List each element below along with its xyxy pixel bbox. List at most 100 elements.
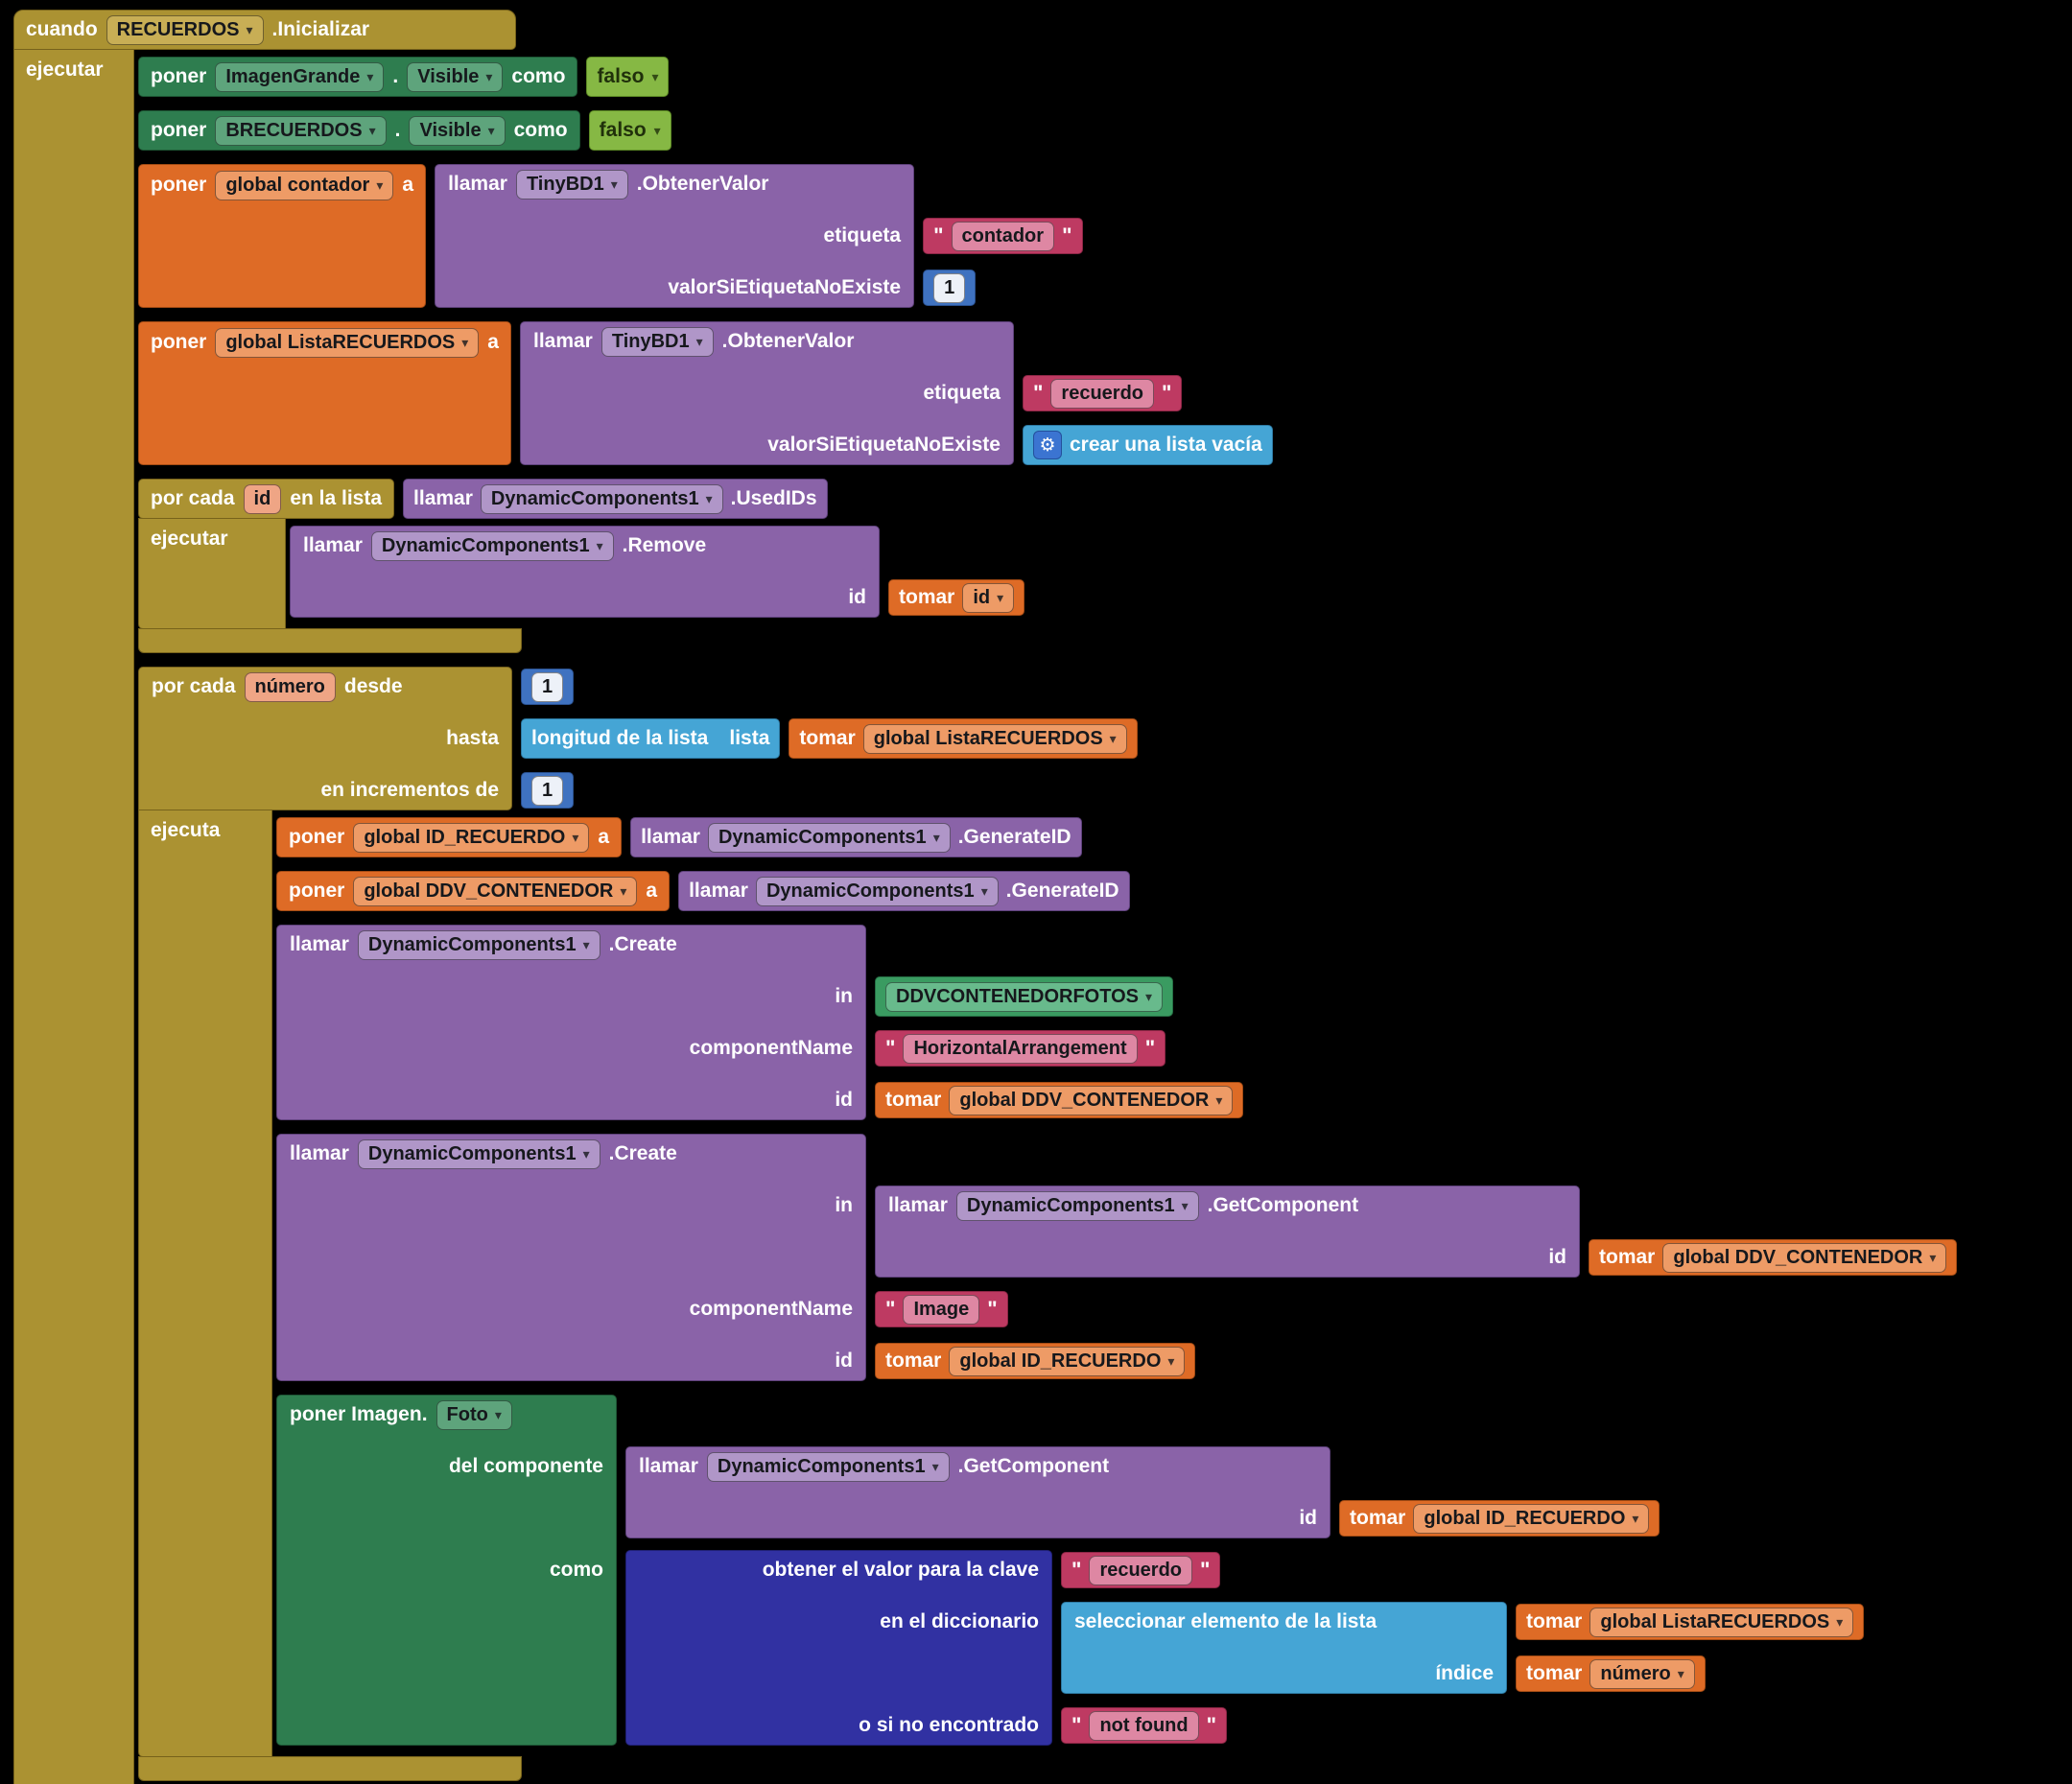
variable-dropdown[interactable]: global ListaRECUERDOS ▾ [1589, 1607, 1854, 1637]
loop-variable-field[interactable]: número [244, 671, 336, 702]
number-block-incremento[interactable]: 1 [521, 772, 575, 809]
set-brecuerdos-visible[interactable]: poner BRECUERDOS ▾ . Visible ▾ como [138, 110, 671, 151]
dot-separator: . [392, 65, 399, 87]
set-variable-body[interactable]: poner global ID_RECUERDO ▾ a [276, 817, 623, 857]
create-empty-list-block[interactable]: ⚙ crear una lista vacía [1022, 425, 1273, 465]
set-variable-body[interactable]: poner global contador ▾ a [138, 164, 427, 308]
event-component-dropdown[interactable]: RECUERDOS ▾ [106, 14, 264, 45]
call-tinybd-obtenervalor[interactable]: llamar TinyBD1 ▾ .ObtenerValor etiqueta [435, 164, 1083, 308]
call-generateid-block[interactable]: llamar DynamicComponents1 ▾ .GenerateID [630, 817, 1082, 857]
variable-dropdown[interactable]: id ▾ [962, 582, 1015, 613]
variable-dropdown[interactable]: global ID_RECUERDO ▾ [1413, 1503, 1650, 1534]
dropdown-arrow-icon: ▾ [1836, 1613, 1844, 1630]
number-block-1[interactable]: 1 [923, 270, 977, 306]
number-value[interactable]: 1 [531, 671, 564, 702]
text-block-recuerdo[interactable]: " recuerdo " [1022, 375, 1183, 411]
component-dropdown[interactable]: BRECUERDOS ▾ [215, 115, 387, 146]
variable-dropdown[interactable]: global ListaRECUERDOS ▾ [862, 723, 1127, 754]
text-value[interactable]: recuerdo [1089, 1555, 1193, 1585]
set-imagen-foto[interactable]: poner Imagen. Foto ▾ del componente [276, 1395, 1865, 1746]
component-dropdown[interactable]: DynamicComponents1 ▾ [370, 530, 614, 561]
call-getcomponent-block[interactable]: llamar DynamicComponents1 ▾ .GetComponen… [625, 1446, 1660, 1538]
property-dropdown[interactable]: Visible ▾ [409, 115, 506, 146]
foreach-header[interactable]: por cada id en la lista llamar DynamicCo… [138, 479, 828, 519]
component-dropdown[interactable]: TinyBD1 ▾ [600, 326, 714, 357]
call-generateid-block[interactable]: llamar DynamicComponents1 ▾ .GenerateID [678, 871, 1130, 911]
text-block-image[interactable]: " Image " [875, 1291, 1008, 1327]
call-usedids-block[interactable]: llamar DynamicComponents1 ▾ .UsedIDs [403, 479, 828, 519]
set-variable-body[interactable]: poner global DDV_CONTENEDOR ▾ a [276, 871, 671, 911]
get-variable-numero[interactable]: tomar número ▾ [1516, 1655, 1706, 1692]
text-block-notfound[interactable]: " not found " [1061, 1707, 1228, 1744]
set-global-ddv-contenedor[interactable]: poner global DDV_CONTENEDOR ▾ a [276, 871, 1130, 911]
length-of-list-block[interactable]: longitud de la lista lista [521, 718, 781, 759]
call-create-arrangement[interactable]: llamar DynamicComponents1 ▾ .Create [276, 925, 1244, 1120]
foreach-header-body[interactable]: por cada id en la lista [138, 479, 395, 519]
variable-dropdown[interactable]: global contador ▾ [215, 170, 394, 200]
text-value[interactable]: HorizontalArrangement [903, 1033, 1138, 1064]
for-range-block[interactable]: por cada número desde 1 hasta [138, 667, 1958, 1781]
get-variable-ddv-contenedor[interactable]: tomar global DDV_CONTENEDOR ▾ [1589, 1239, 1958, 1276]
component-block-ddvcontenedorfotos[interactable]: DDVCONTENEDORFOTOS ▾ [875, 976, 1174, 1017]
open-quote: " [933, 223, 944, 247]
property-dropdown[interactable]: Visible ▾ [407, 61, 504, 92]
text-block-recuerdo[interactable]: " recuerdo " [1061, 1552, 1221, 1588]
component-dropdown[interactable]: DynamicComponents1 ▾ [755, 876, 999, 906]
get-variable-ddv-contenedor[interactable]: tomar global DDV_CONTENEDOR ▾ [875, 1082, 1244, 1118]
text-value[interactable]: recuerdo [1050, 378, 1155, 409]
component-dropdown[interactable]: TinyBD1 ▾ [515, 169, 628, 200]
text-block-horizontalarrangement[interactable]: " HorizontalArrangement " [875, 1030, 1166, 1067]
text-value[interactable]: not found [1089, 1710, 1199, 1741]
get-variable-id[interactable]: tomar id ▾ [888, 579, 1025, 616]
number-value[interactable]: 1 [531, 775, 564, 806]
call-getcomponent-block[interactable]: llamar DynamicComponents1 ▾ .GetComponen… [875, 1185, 1958, 1278]
variable-dropdown[interactable]: global DDV_CONTENEDOR ▾ [1662, 1242, 1947, 1273]
component-dropdown[interactable]: ImagenGrande ▾ [215, 61, 385, 92]
get-variable-listarecuerdos[interactable]: tomar global ListaRECUERDOS ▾ [789, 718, 1138, 759]
text-value[interactable]: contador [951, 221, 1055, 251]
text-block-contador[interactable]: " contador " [923, 218, 1083, 254]
variable-dropdown[interactable]: número ▾ [1589, 1658, 1695, 1689]
loop-variable-field[interactable]: id [243, 483, 282, 514]
logic-false-block[interactable]: falso ▾ [586, 57, 670, 97]
set-global-contador[interactable]: poner global contador ▾ a llamar [138, 164, 1083, 308]
dictionary-lookup-block[interactable]: obtener el valor para la clave " recuerd… [625, 1550, 1865, 1746]
set-global-id-recuerdo[interactable]: poner global ID_RECUERDO ▾ a ll [276, 817, 1082, 857]
setter-body[interactable]: poner BRECUERDOS ▾ . Visible ▾ como [138, 110, 580, 151]
mutator-gear-icon[interactable]: ⚙ [1032, 431, 1062, 459]
component-dropdown[interactable]: DDVCONTENEDORFOTOS ▾ [885, 981, 1164, 1012]
set-imagengrande-visible[interactable]: poner ImagenGrande ▾ . Visible ▾ como [138, 57, 670, 97]
variable-dropdown[interactable]: global ID_RECUERDO ▾ [949, 1346, 1186, 1376]
select-list-item-block[interactable]: seleccionar elemento de la lista tomar [1061, 1602, 1865, 1694]
component-dropdown[interactable]: DynamicComponents1 ▾ [357, 1138, 600, 1169]
set-global-listarecuerdos[interactable]: poner global ListaRECUERDOS ▾ a [138, 321, 1273, 465]
set-variable-body[interactable]: poner global ListaRECUERDOS ▾ a [138, 321, 511, 465]
call-tinybd-obtenervalor[interactable]: llamar TinyBD1 ▾ .ObtenerValor etiqueta [519, 321, 1273, 465]
text-value[interactable]: Image [903, 1294, 980, 1325]
for-range-header[interactable]: por cada número desde 1 hasta [138, 667, 1957, 810]
logic-false-block[interactable]: falso ▾ [588, 110, 671, 151]
call-create-image[interactable]: llamar DynamicComponents1 ▾ .Create [276, 1134, 1958, 1381]
variable-dropdown[interactable]: global DDV_CONTENEDOR ▾ [353, 876, 638, 906]
component-dropdown[interactable]: DynamicComponents1 ▾ [707, 822, 951, 853]
event-block-recuerdos-inicializar[interactable]: cuando RECUERDOS ▾ .Inicializar ejecutar… [13, 10, 1958, 1784]
get-variable-id-recuerdo[interactable]: tomar global ID_RECUERDO ▾ [1339, 1500, 1660, 1537]
number-block-desde[interactable]: 1 [521, 669, 575, 705]
variable-dropdown[interactable]: global ID_RECUERDO ▾ [353, 822, 590, 853]
event-header-body[interactable]: cuando RECUERDOS ▾ .Inicializar [13, 10, 516, 50]
foreach-id-block[interactable]: por cada id en la lista llamar DynamicCo… [138, 479, 1025, 653]
get-variable-listarecuerdos[interactable]: tomar global ListaRECUERDOS ▾ [1516, 1604, 1865, 1640]
variable-dropdown[interactable]: global ListaRECUERDOS ▾ [215, 327, 480, 358]
number-value[interactable]: 1 [933, 272, 966, 303]
variable-dropdown[interactable]: global DDV_CONTENEDOR ▾ [949, 1085, 1234, 1115]
setter-body[interactable]: poner ImagenGrande ▾ . Visible ▾ como [138, 57, 578, 97]
component-dropdown[interactable]: DynamicComponents1 ▾ [480, 483, 723, 514]
get-variable-id-recuerdo[interactable]: tomar global ID_RECUERDO ▾ [875, 1343, 1196, 1379]
component-dropdown[interactable]: DynamicComponents1 ▾ [357, 929, 600, 960]
call-remove-block[interactable]: llamar DynamicComponents1 ▾ .Remove [290, 526, 1025, 618]
property-dropdown[interactable]: Foto ▾ [436, 1399, 512, 1430]
event-header[interactable]: cuando RECUERDOS ▾ .Inicializar [13, 10, 516, 50]
component-dropdown[interactable]: DynamicComponents1 ▾ [955, 1190, 1199, 1221]
component-dropdown[interactable]: DynamicComponents1 ▾ [706, 1451, 950, 1482]
